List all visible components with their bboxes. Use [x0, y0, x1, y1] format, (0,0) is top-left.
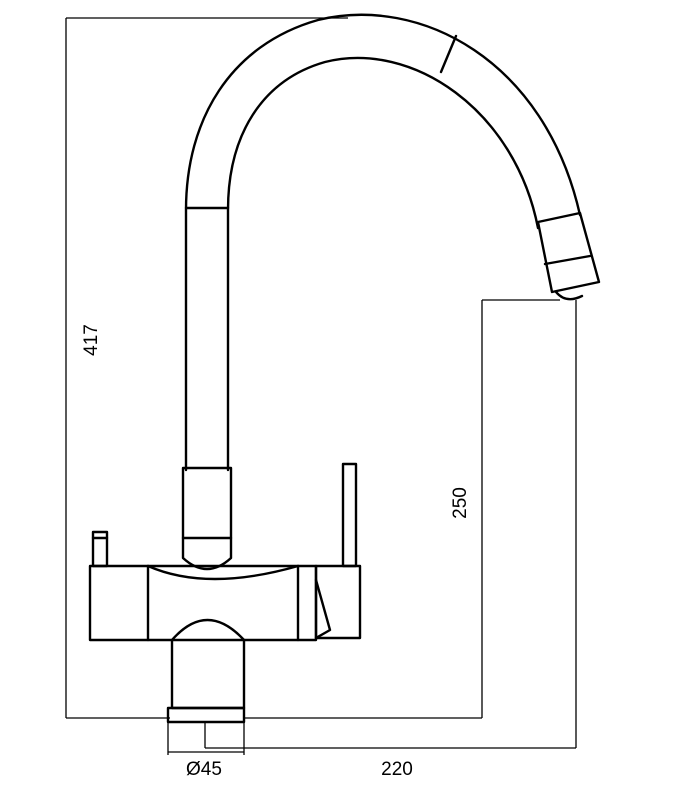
spout-joint-line	[439, 34, 458, 74]
aerator-tip	[554, 290, 584, 301]
base-neck	[170, 638, 246, 710]
base-neck-arch	[170, 618, 246, 642]
spout-height-label: 250	[450, 487, 471, 519]
right-lever-handle	[341, 462, 358, 568]
body-top-saddle	[146, 564, 300, 581]
total-height-dimension: 417	[65, 17, 348, 719]
mixer-body	[88, 564, 318, 642]
reach-dimension: 220	[204, 300, 577, 780]
spout-collar-base	[181, 536, 233, 571]
total-height-label: 417	[81, 324, 102, 356]
spray-head-band	[543, 254, 592, 266]
body-outline	[88, 564, 318, 642]
right-valve	[314, 462, 362, 640]
reach-label: 220	[381, 759, 413, 780]
spout-collar	[181, 466, 233, 571]
spout-height-dimension: 250	[244, 299, 560, 719]
right-valve-housing	[314, 564, 362, 640]
spout-outer-contour	[184, 13, 582, 472]
gooseneck-spout	[184, 13, 582, 472]
spray-head-body	[536, 211, 601, 294]
base-diameter-label: Ø45	[186, 759, 222, 780]
base-mounting-nut	[166, 706, 246, 724]
spout-collar-sleeve	[181, 466, 233, 540]
left-lever	[91, 530, 109, 568]
left-lever-stem	[91, 530, 109, 568]
spout-inner-contour	[226, 56, 540, 472]
spray-head	[536, 211, 601, 301]
right-valve-link	[314, 578, 332, 640]
faucet-base	[166, 618, 246, 724]
